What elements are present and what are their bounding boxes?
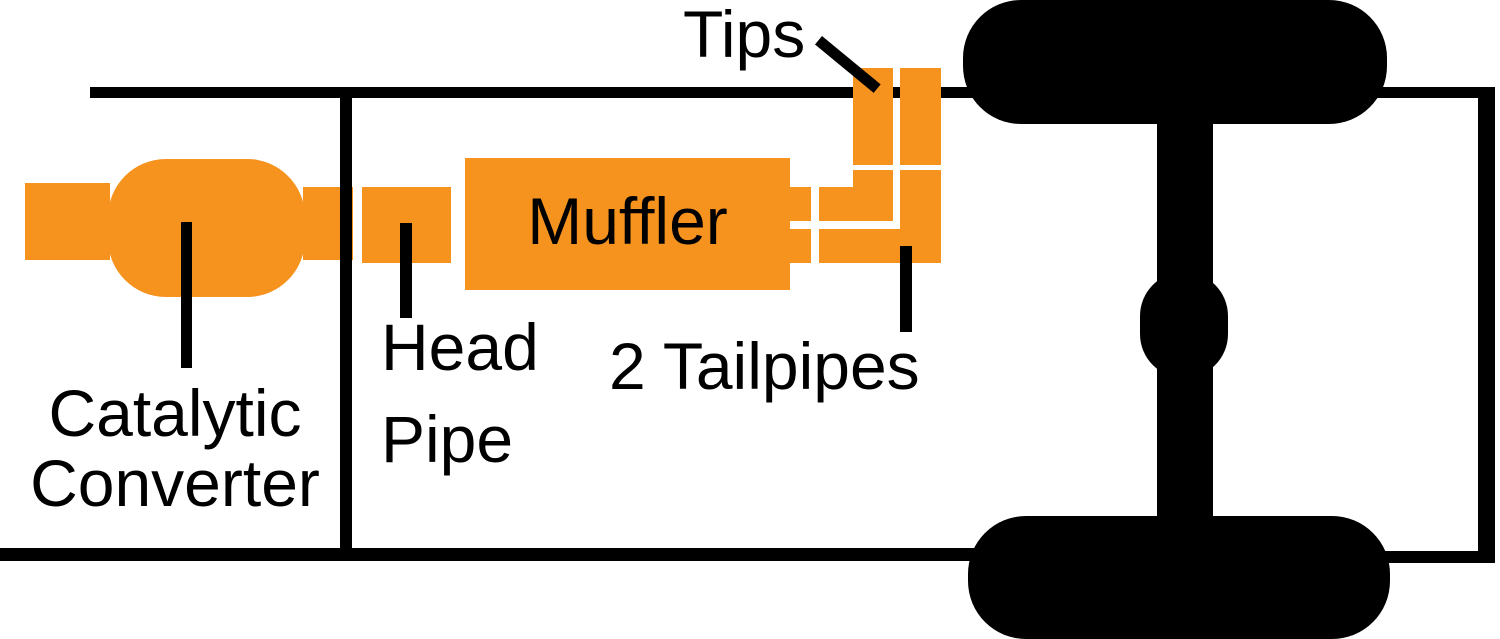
wheel-top xyxy=(963,0,1387,124)
catalytic-label-line1: Catalytic xyxy=(48,376,302,450)
head-pipe-label-line1: Head xyxy=(381,310,539,384)
head-pipe-pointer-line xyxy=(400,223,412,318)
exhaust-tip-right xyxy=(900,68,941,165)
differential xyxy=(1140,272,1228,378)
tailpipes-label: 2 Tailpipes xyxy=(609,329,920,403)
wheel-bottom xyxy=(968,516,1390,639)
frame-right-rail xyxy=(1478,87,1495,563)
muffler-body xyxy=(465,158,790,290)
tips-label: Tips xyxy=(683,0,806,71)
muffler-outlet-upper xyxy=(790,187,811,221)
tips-pointer-line xyxy=(815,36,881,93)
muffler-outlet-lower xyxy=(790,229,811,263)
converter-inlet-pipe xyxy=(25,183,110,260)
head-pipe-label-line2: Pipe xyxy=(381,402,514,476)
catalytic-pointer-line xyxy=(181,222,192,368)
tailpipe-upper-riser xyxy=(853,170,893,221)
catalytic-converter-body xyxy=(108,159,305,297)
muffler-label: Muffler xyxy=(527,184,728,258)
frame-bottom-rail xyxy=(0,548,1050,561)
frame-top-rail xyxy=(90,87,1488,98)
frame-crossmember xyxy=(340,92,352,549)
catalytic-label-line2: Converter xyxy=(30,446,320,520)
tailpipes-pointer-line xyxy=(900,246,912,332)
